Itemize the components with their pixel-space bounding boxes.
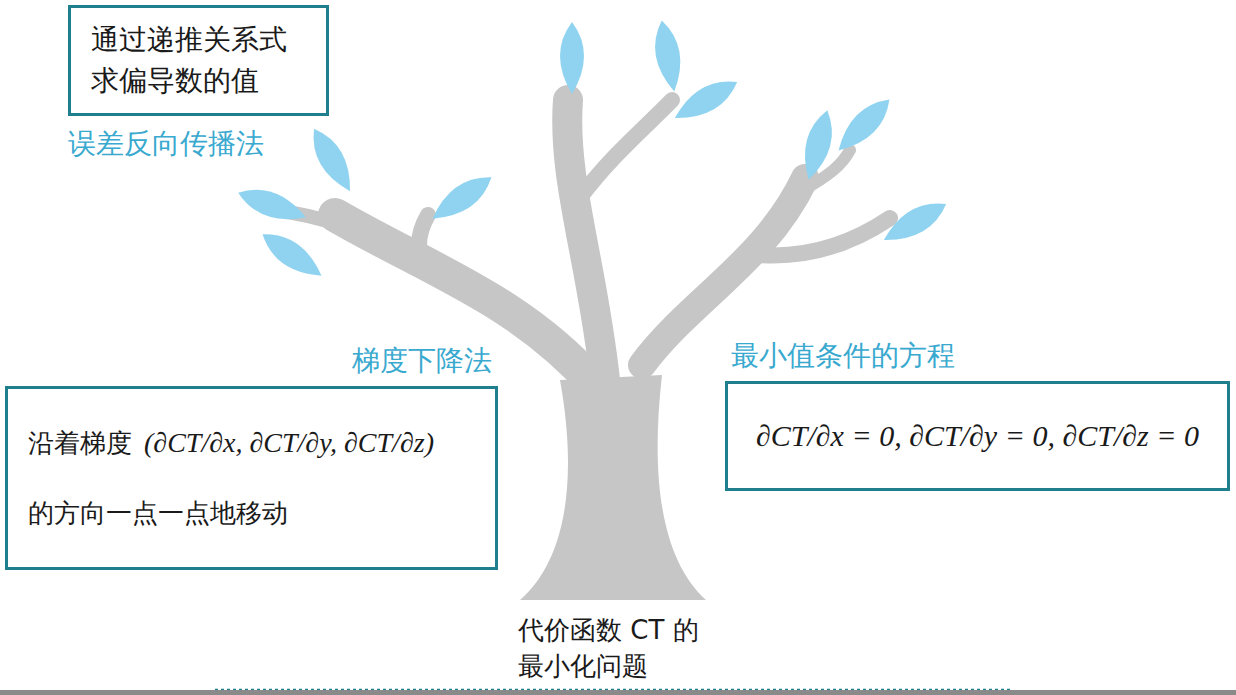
text-box: 通过递推关系式 求偏导数的值 (68, 5, 329, 116)
body-text: 通过递推关系式 求偏导数的值 (91, 23, 287, 97)
node-heading: 误差反向传播法 (68, 126, 329, 161)
node-group: 通过递推关系式 求偏导数的值误差反向传播法 (68, 5, 329, 161)
text-box: ∂CT/∂x = 0, ∂CT/∂y = 0, ∂CT/∂z = 0 (725, 381, 1230, 491)
formula: ∂CT/∂x = 0, ∂CT/∂y = 0, ∂CT/∂z = 0 (756, 419, 1199, 452)
node-heading: 梯度下降法 (5, 343, 498, 378)
caption-label: 代价函数 CT 的 最小化问题 (518, 612, 708, 685)
text-line: 通过递推关系式 求偏导数的值 (91, 20, 306, 101)
body-text: 的方向一点一点地移动 (28, 498, 288, 528)
text-line: ∂CT/∂x = 0, ∂CT/∂y = 0, ∂CT/∂z = 0 (756, 414, 1199, 458)
text-line: 的方向一点一点地移动 (28, 495, 475, 533)
body-text: 沿着梯度 (28, 428, 132, 458)
text-box: 沿着梯度 (∂CT/∂x, ∂CT/∂y, ∂CT/∂z) 的方向一点一点地移动 (5, 386, 498, 570)
node-group: 最小值条件的方程 ∂CT/∂x = 0, ∂CT/∂y = 0, ∂CT/∂z =… (725, 338, 1230, 491)
node-heading: 最小值条件的方程 (725, 338, 1230, 373)
formula: (∂CT/∂x, ∂CT/∂y, ∂CT/∂z) (144, 427, 434, 458)
text-line: 沿着梯度 (∂CT/∂x, ∂CT/∂y, ∂CT/∂z) (28, 423, 475, 464)
node-group: 梯度下降法沿着梯度 (∂CT/∂x, ∂CT/∂y, ∂CT/∂z) 的方向一点一点… (5, 343, 498, 570)
